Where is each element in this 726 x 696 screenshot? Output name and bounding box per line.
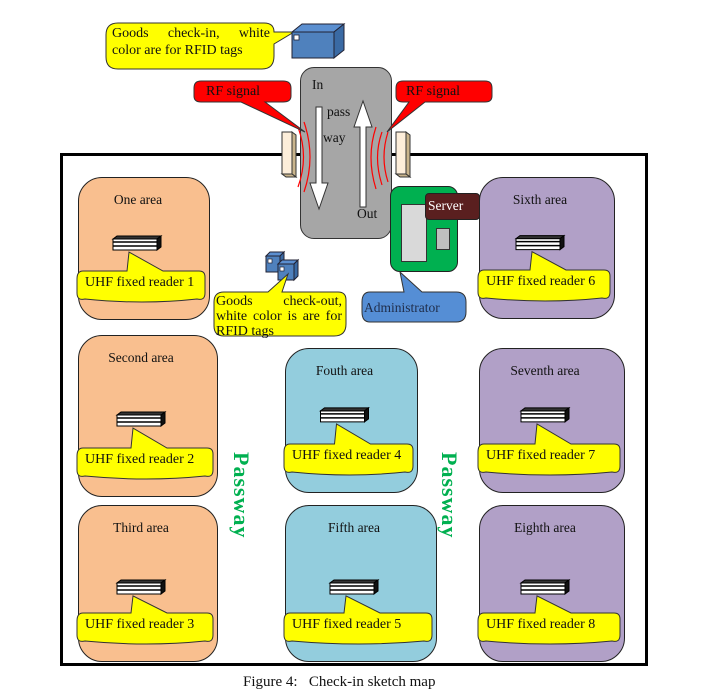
reader-callout-shape [283,423,414,476]
area-title: Eighth area [514,520,576,535]
storage-area: Seventh area UHF fixed reader 7 [477,348,625,493]
gate-arrows [297,99,389,211]
checkin-callout-shape [105,22,296,70]
area-title: Fouth area [315,363,374,378]
uhf-reader-label: UHF fixed reader 4 [292,448,402,463]
uhf-reader-label: UHF fixed reader 8 [486,617,596,632]
rf-callout-left: RF signal [206,84,261,99]
area-title: Third area [113,520,169,535]
uhf-reader-icon [319,406,370,423]
uhf-reader-icon [115,411,167,428]
uhf-reader-group [477,234,611,302]
storage-area: Eighth area UHF fixed reader 8 [477,505,625,662]
area-title: Sixth area [512,192,568,207]
out-arrow-icon [353,99,373,208]
reader-callout-shape [477,423,621,476]
rf-wave-right-icon [370,126,389,190]
uhf-reader-icon [115,578,167,595]
uhf-reader-icon [514,234,566,251]
server-label: Server [428,198,464,213]
uhf-reader-label: UHF fixed reader 3 [85,617,195,632]
uhf-reader-group [283,406,414,476]
uhf-reader-icon [328,578,380,595]
uhf-reader-label: UHF fixed reader 6 [486,274,596,289]
reader-callout-shape [76,427,214,480]
uhf-reader-icon [111,235,163,252]
rf-callout-left-shape [193,80,306,133]
administrator-label: Administrator [364,300,440,315]
uhf-reader-group [477,406,621,476]
uhf-reader-group [477,578,621,645]
uhf-reader-label: UHF fixed reader 2 [85,452,195,467]
goods-checkout-boxes-icon [264,250,300,282]
administrator-callout-shape [361,270,467,323]
storage-area: Fifth area UHF fixed reader 5 [283,505,437,662]
storage-area: Third area UHF fixed reader 3 [76,505,218,662]
reader-callout-shape [283,595,433,645]
goods-box-icon [290,22,346,60]
rfid-tag-icon [293,34,300,41]
storage-area: Fouth area UHF fixed reader 4 [283,348,418,493]
in-arrow-icon [309,106,329,211]
gate-in-label: In [312,77,324,92]
uhf-reader-group [76,235,206,303]
entry-gate [300,67,392,239]
rf-callout-right-shape [386,80,493,133]
storage-area: Sixth area UHF fixed reader 6 [477,177,615,319]
uhf-reader-label: UHF fixed reader 7 [486,448,596,463]
gate-pass-label: pass [327,104,351,119]
gate-out-label: Out [357,206,378,221]
figure-caption: Figure 4: Check-in sketch map [243,674,436,690]
reader-callout-shape [76,595,214,645]
passway-label-left: Passway [229,452,254,539]
area-title: Second area [108,350,174,365]
uhf-reader-group [283,578,433,645]
storage-area: One area UHF fixed reader 1 [76,177,210,320]
server-label-box [425,193,480,220]
area-title: Fifth area [327,520,381,535]
reader-callout-shape [76,251,206,303]
checkin-callout: Goods check-in, white color are for RFID… [112,26,270,58]
gate-antenna-right-icon [394,131,412,178]
passway-label-right: Passway [437,452,462,539]
uhf-reader-icon [519,406,571,423]
reader-callout-shape [477,250,611,302]
storage-area: Second area UHF fixed reader 2 [76,335,218,497]
checkout-callout: Goods check-out, white color is are for … [216,294,342,339]
pc-tower-icon [401,204,427,262]
checkout-callout-shape [213,272,347,337]
gate-way-label: way [323,130,346,145]
uhf-reader-label: UHF fixed reader 5 [292,617,402,632]
uhf-reader-group [76,411,214,480]
area-title: One area [113,192,163,207]
area-title: Seventh area [510,363,580,378]
uhf-reader-group [76,578,214,645]
pc-screen-icon [436,228,450,250]
reader-callout-shape [477,595,621,645]
rf-wave-left-icon [297,121,311,193]
rf-callout-right: RF signal [406,84,461,99]
uhf-reader-label: UHF fixed reader 1 [85,275,195,290]
gate-antenna-left-icon [280,131,298,178]
uhf-reader-icon [519,578,571,595]
